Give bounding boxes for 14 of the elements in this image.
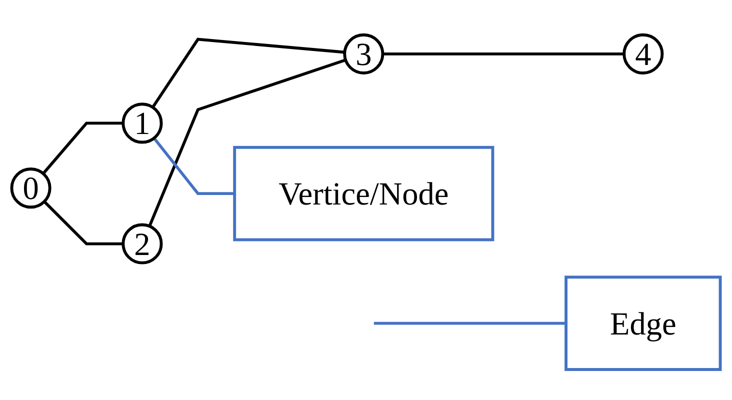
- callout-box: Vertice/Node: [233, 146, 494, 242]
- callout-box: Edge: [564, 276, 722, 372]
- vertex-circle: 0: [10, 168, 52, 209]
- vertex-circle: 4: [622, 34, 664, 75]
- vertex-circle: 1: [122, 103, 163, 144]
- edge-line: [152, 38, 345, 108]
- edge-line: [43, 200, 124, 246]
- leader-line: [152, 138, 235, 196]
- edge-line: [42, 122, 124, 175]
- leader-line: [374, 322, 566, 326]
- edge-line: [148, 58, 346, 228]
- vertex-circle: 3: [343, 34, 384, 75]
- vertex-circle: 2: [122, 224, 163, 265]
- edge-line: [382, 52, 624, 56]
